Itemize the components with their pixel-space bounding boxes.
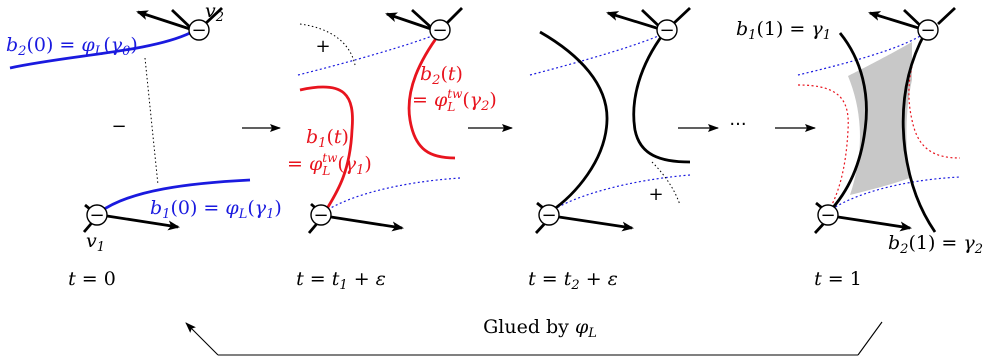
vertex-v1-label: v1: [86, 230, 105, 255]
vertex-v1-sign: −: [89, 205, 104, 226]
vertex-top-sign: −: [659, 20, 674, 41]
red-dotted-right: [908, 32, 961, 159]
panel-t2: − − +: [529, 6, 691, 234]
edge-v2-out: [204, 6, 223, 26]
label-b2-t-line1: b2(t): [420, 63, 463, 88]
edge-top-out: [937, 6, 956, 26]
curve-b1-t: [299, 85, 354, 213]
edge-v2-arrow: [136, 10, 194, 32]
glue-bracket-right: [857, 321, 883, 356]
dotted-region: [299, 23, 356, 66]
curve-b2-t: [407, 32, 456, 160]
vertex-v1: [86, 204, 108, 226]
time-label-2: t = t2 + ε: [528, 268, 618, 293]
label-b1-1: b1(1) = γ1: [736, 18, 831, 43]
edge-top-arrow: [385, 12, 435, 32]
dotted-top: [297, 32, 441, 76]
region-plus: +: [315, 36, 330, 57]
glue-label: Glued by φL: [483, 316, 597, 341]
dotted-top: [797, 32, 926, 76]
dotted-bottom: [323, 177, 461, 213]
dotted-connector: [144, 57, 159, 186]
vertex-top: [429, 19, 451, 41]
vertex-v2-sign: −: [191, 20, 206, 41]
region-minus: −: [111, 116, 126, 137]
edge-top-out: [445, 7, 463, 25]
edge-bot-arrow: [330, 215, 404, 232]
curve-right: [632, 32, 691, 164]
region-plus: +: [648, 184, 663, 205]
vertex-bottom-sign: −: [541, 205, 556, 226]
vertex-bottom: [310, 204, 332, 226]
vertex-v2-label: v2: [205, 0, 224, 25]
vertex-top-sign: −: [432, 20, 447, 41]
time-label-1: t = t1 + ε: [296, 268, 386, 293]
label-b2-0: b2(0) = φL(γ0): [6, 34, 138, 59]
vertex-bottom: [817, 204, 839, 226]
curve-left: [539, 30, 609, 214]
curve-b2-1: [901, 32, 937, 233]
label-b1-0: b1(0) = φL(γ1): [150, 197, 282, 222]
label-b1-t-line1: b1(t): [306, 126, 349, 151]
time-label-3: t = 1: [814, 268, 862, 290]
edge-bot-arrow: [837, 215, 912, 232]
vertex-bottom: [538, 204, 560, 226]
vertex-bottom-sign: −: [313, 205, 328, 226]
vertex-top-sign: −: [920, 20, 935, 41]
vertex-v2: [188, 19, 210, 41]
ellipsis: ···: [729, 114, 746, 135]
edge-top-arrow: [868, 11, 926, 32]
vertex-bottom-sign: −: [820, 205, 835, 226]
edge-top-arrow: [606, 11, 664, 32]
edge-v1-arrow: [106, 214, 180, 231]
edge-bot-arrow: [558, 215, 634, 232]
vertex-top: [656, 19, 678, 41]
panel-t0: − − v2 v1 − b2(0) = φL(γ0) b1(0) = φL(γ1…: [6, 0, 282, 255]
time-label-0: t = 0: [68, 268, 116, 290]
panel-t1-final: − − b1(1) = γ1 b2(1) = γ2: [736, 6, 983, 257]
vertex-top: [917, 19, 939, 41]
dotted-region: [651, 161, 681, 206]
dotted-top: [529, 32, 666, 76]
curve-b1-1: [827, 32, 868, 213]
edge-top-out: [672, 6, 691, 26]
red-dotted-left: [797, 84, 849, 213]
dotted-bottom: [827, 176, 961, 213]
curve-b1-0: [99, 178, 251, 214]
curve-b2-0: [9, 31, 191, 70]
glue-bracket-left: [185, 322, 219, 356]
label-b2-1: b2(1) = γ2: [888, 232, 983, 257]
